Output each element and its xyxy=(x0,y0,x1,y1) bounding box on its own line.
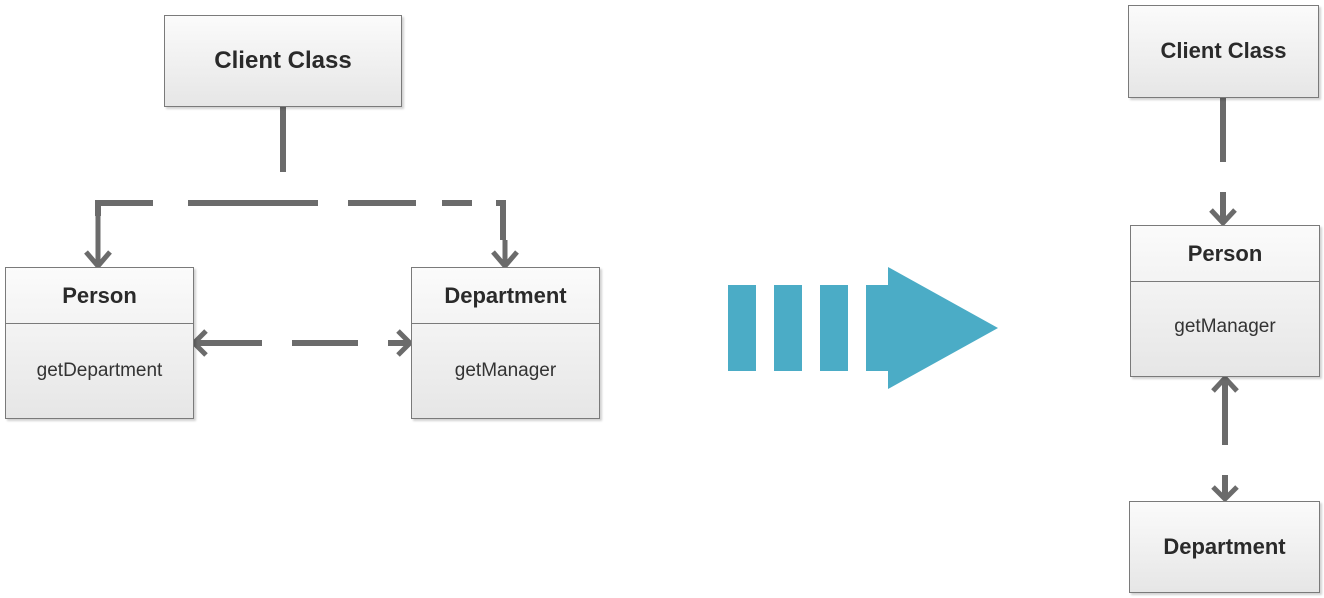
before-client-class-box: Client Class xyxy=(164,15,402,107)
after-department-title: Department xyxy=(1163,533,1286,559)
after-client-class-box: Client Class xyxy=(1128,5,1319,98)
before-department-divider xyxy=(412,323,599,324)
before-person-divider xyxy=(6,323,193,324)
after-department-box: Department xyxy=(1129,501,1320,593)
arrowhead-to-person xyxy=(84,212,112,270)
after-person-divider xyxy=(1131,281,1319,282)
before-department-title: Department xyxy=(444,282,567,308)
before-person-box: Person getDepartment xyxy=(5,267,194,419)
before-client-connector xyxy=(95,106,506,240)
after-person-title: Person xyxy=(1187,240,1263,266)
before-client-class-title: Client Class xyxy=(214,46,352,74)
after-person-department-link xyxy=(1211,374,1239,503)
after-client-class-title: Client Class xyxy=(1160,38,1287,63)
before-person-title: Person xyxy=(62,282,137,308)
arrowhead-to-department xyxy=(491,240,519,270)
before-department-method: getManager xyxy=(454,359,557,381)
before-person-department-link xyxy=(190,329,414,357)
before-person-method: getDepartment xyxy=(36,359,163,381)
before-department-box: Department getManager xyxy=(411,267,600,419)
after-person-method: getManager xyxy=(1174,316,1276,337)
transition-arrow xyxy=(728,267,998,389)
after-client-person-link xyxy=(1209,98,1237,227)
after-person-box: Person getManager xyxy=(1130,225,1320,377)
